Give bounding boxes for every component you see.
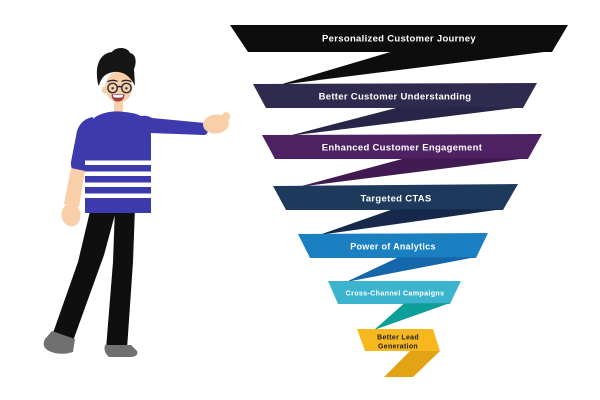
person-sweater-stripes (85, 160, 151, 198)
person-neck (114, 99, 123, 113)
funnel-level-5-band (298, 233, 488, 258)
person-eye-right (125, 87, 128, 90)
person-glasses-icon (107, 82, 132, 94)
funnel-level-1-band (230, 25, 568, 52)
person-ear (101, 86, 109, 94)
person-hair (96, 48, 136, 86)
person-teeth (113, 94, 123, 98)
funnel-level-5-connector (346, 257, 476, 282)
person-leg-front (106, 207, 135, 349)
person-pointing-arm (135, 115, 208, 135)
person-pointing-hand (203, 112, 231, 134)
funnel-diagram (230, 25, 568, 377)
funnel-level-2-band (253, 83, 537, 108)
funnel-level-7-band (357, 329, 440, 351)
funnel-level-3-connector (298, 158, 528, 187)
funnel-level-6-connector (374, 303, 450, 330)
person-eye-left (111, 87, 114, 90)
person-shoe-right (104, 345, 138, 357)
funnel-level-4-connector (319, 209, 503, 235)
person-shoe-left (43, 331, 75, 354)
funnel-level-6-label: Cross-Channel Campaigns (346, 289, 445, 298)
funnel-level-4-label: Targeted CTAS (360, 194, 431, 205)
person-illustration (43, 48, 231, 357)
funnel-level-3-band (262, 134, 542, 159)
funnel-level-1-connector (279, 51, 552, 85)
person-eyebrows (107, 79, 132, 83)
funnel-level-2-connector (288, 107, 523, 136)
funnel-level-4-band (273, 184, 518, 210)
person-leg-back (53, 207, 117, 341)
funnel-level-6-band (328, 281, 461, 304)
person-left-hand (61, 203, 81, 227)
person-left-forearm (64, 168, 85, 207)
funnel-level-2-label: Better Customer Understanding (319, 92, 472, 103)
funnel-level-5-label: Power of Analytics (350, 242, 436, 252)
funnel-level-7-connector (384, 351, 440, 377)
funnel-level-1-label: Personalized Customer Journey (322, 34, 476, 45)
funnel-level-3-label: Enhanced Customer Engagement (322, 143, 483, 154)
